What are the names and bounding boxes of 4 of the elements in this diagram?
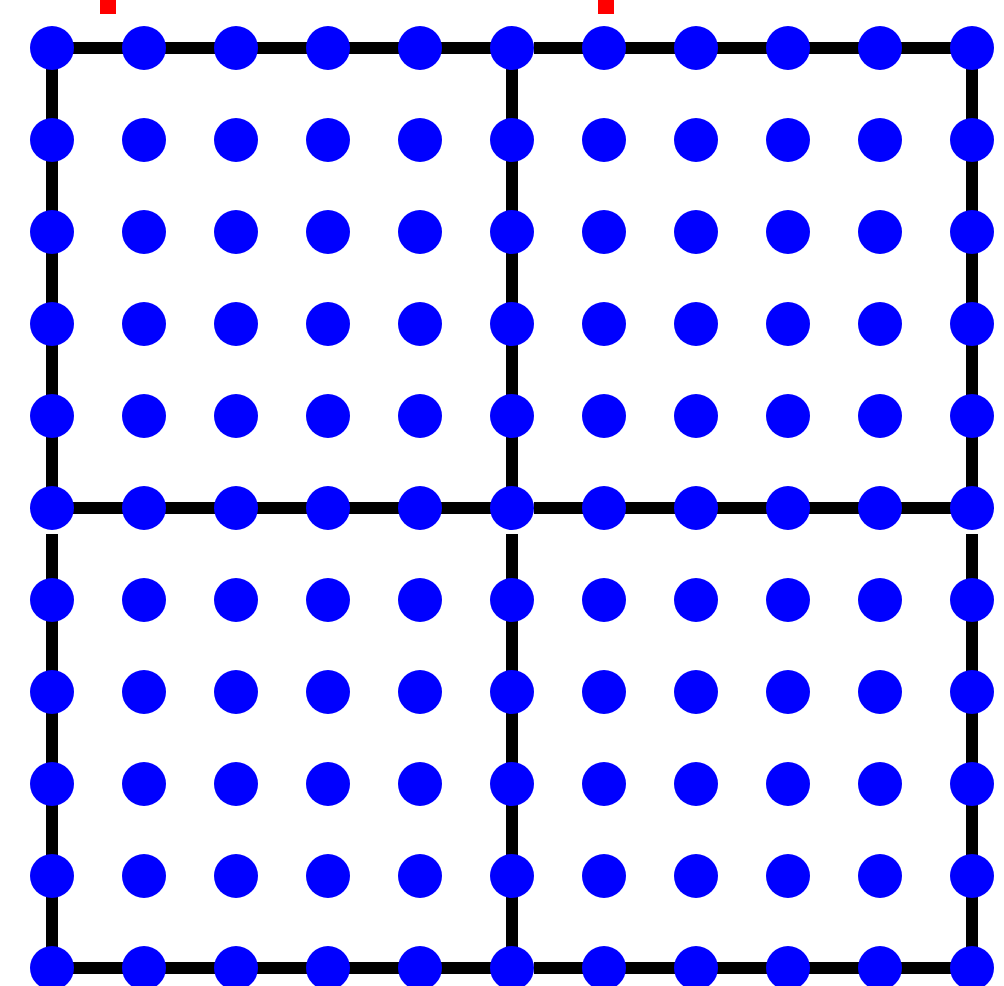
grid-square [30, 534, 534, 986]
grid-square [30, 26, 534, 534]
grid-square [534, 26, 994, 534]
grid-square [534, 534, 994, 986]
